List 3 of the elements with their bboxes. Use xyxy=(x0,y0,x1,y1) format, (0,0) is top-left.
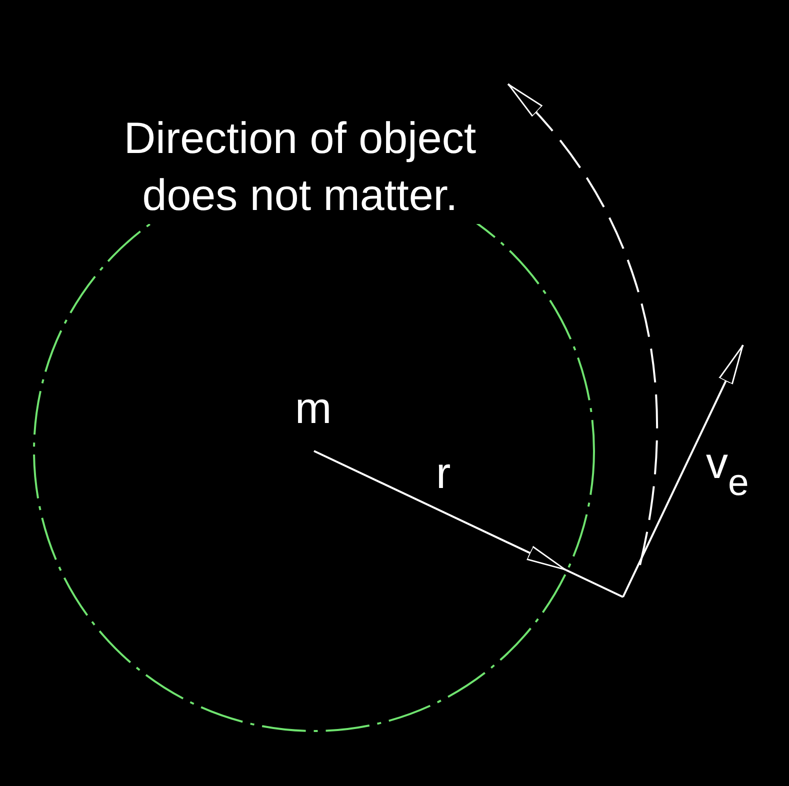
velocity-label: v$_{e}$ xyxy=(706,438,749,505)
mass-label: m xyxy=(295,383,332,435)
radius-label: r xyxy=(436,448,451,500)
